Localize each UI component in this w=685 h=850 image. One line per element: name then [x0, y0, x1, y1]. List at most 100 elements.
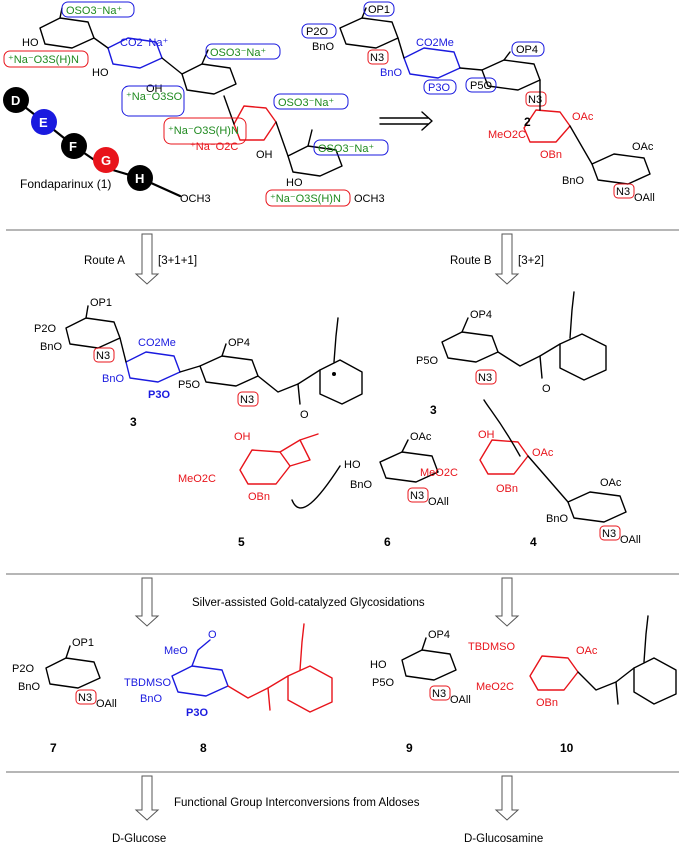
c4-oac-1: OAc [532, 447, 554, 459]
c7-oall: OAll [96, 698, 117, 710]
route-a-strategy: [3+1+1] [158, 255, 197, 267]
c7-bno: BnO [18, 681, 40, 693]
c5-obn: OBn [248, 491, 270, 503]
unit-g-letter: G [101, 153, 111, 168]
unit-d-letter: D [11, 93, 20, 108]
d-n-sulfate: ⁺Na⁻O3S(H)N [8, 54, 79, 66]
c7-p2o: P2O [12, 663, 34, 675]
c8-tbdmso: TBDMSO [124, 677, 172, 689]
compound-6-label: 6 [384, 535, 391, 549]
unit-e-letter: E [39, 115, 48, 130]
a3-co2me: CO2Me [138, 337, 176, 349]
target-pentasaccharide-2: OP1 P2O BnO N3 CO2Me BnO P3O OP4 P5O N3 … [301, 1, 655, 204]
glycosidation-caption: Silver-assisted Gold-catalyzed Glycosida… [192, 597, 425, 609]
building-block-9: OP4 HO P5O N3 OAll 9 [370, 629, 471, 755]
glycosidation-arrow-right [494, 577, 520, 627]
h-6-sulfate: OSO3⁻Na⁺ [318, 143, 374, 155]
c8-p3o: P3O [186, 707, 208, 719]
compound-4-label: 4 [530, 535, 537, 549]
t2-n3-3: N3 [616, 186, 630, 198]
c8-meo: MeO [164, 645, 188, 657]
b3-op4: OP4 [470, 309, 492, 321]
c4-oac-2: OAc [600, 477, 622, 489]
a3-op4: OP4 [228, 337, 250, 349]
t2-obn: OBn [540, 149, 562, 161]
h-n-sulfate: ⁺Na⁻O3S(H)N [270, 193, 341, 205]
t2-op4: OP4 [516, 44, 538, 56]
c7-n3: N3 [78, 692, 92, 704]
compound-9-label: 9 [406, 741, 413, 755]
unit-f-letter: F [69, 139, 77, 154]
g-2-sulfate: OSO3⁻Na⁺ [278, 97, 334, 109]
t2-p5o: P5O [470, 80, 492, 92]
compound-2-label: 2 [524, 115, 531, 129]
g-oh: OH [256, 149, 273, 161]
unit-d-node [3, 87, 29, 113]
route-a-compound-6: OAc HO BnO N3 OAll 6 [291, 431, 449, 549]
a3-p2o: P2O [34, 323, 56, 335]
h-4-hydroxyl: HO [286, 177, 303, 189]
f-n-sulfate: ⁺Na⁻O3S(H)N [168, 125, 239, 137]
b3-p5o: P5O [416, 355, 438, 367]
route-a-label: Route A [84, 255, 125, 267]
route-b-strategy: [3+2] [518, 255, 544, 267]
unit-g-node [93, 147, 119, 173]
c9-n3: N3 [432, 688, 446, 700]
t2-n3-2: N3 [528, 94, 542, 106]
a3-bno-2: BnO [102, 373, 124, 385]
c4-bno: BnO [546, 513, 568, 525]
glycosidation-arrow-left [134, 577, 160, 627]
a3-bno-1: BnO [40, 341, 62, 353]
unit-f-node [61, 133, 87, 159]
cartoon-och3: OCH3 [180, 193, 211, 205]
t2-oall: OAll [634, 192, 655, 204]
fondaparinux-cartoon: D E F G H OCH3 Fondaparinux (1) [3, 87, 211, 205]
interconversion-caption: Functional Group Interconversions from A… [174, 797, 420, 809]
a3-n3-1: N3 [96, 350, 110, 362]
c4-oall: OAll [620, 534, 641, 546]
a3-n3-2: N3 [240, 394, 254, 406]
building-block-10: TBDMSO OAc MeO2C OBn 10 [468, 615, 677, 755]
route-a-compound-3: OP1 P2O BnO N3 CO2Me BnO P3O OP4 P5O N3 … [34, 297, 363, 429]
c9-oall: OAll [450, 694, 471, 706]
compound-8-label: 8 [200, 741, 207, 755]
t2-op1: OP1 [368, 4, 390, 16]
source-glucosamine: D-Glucosamine [464, 833, 543, 845]
route-b-compound-4: OH OAc MeO2C OBn OAc BnO N3 OAll 4 [420, 399, 641, 549]
c8-carbonyl-o: O [208, 629, 217, 641]
compound-7-label: 7 [50, 741, 57, 755]
d-4-hydroxyl: HO [22, 37, 39, 49]
route-b-label: Route B [450, 255, 492, 267]
c6-ho: HO [344, 459, 361, 471]
h-methyl-glycoside: OCH3 [354, 193, 385, 205]
c4-obn: OBn [496, 483, 518, 495]
c10-obn: OBn [536, 697, 558, 709]
t2-oac-2: OAc [632, 141, 654, 153]
route-b-compound-3-label: 3 [430, 403, 437, 417]
unit-h-letter: H [135, 171, 144, 186]
c9-p5o: P5O [372, 677, 394, 689]
t2-n3-1: N3 [370, 52, 384, 64]
c6-oac: OAc [410, 431, 432, 443]
c5-meo2c: MeO2C [178, 473, 216, 485]
route-b-arrow [494, 233, 520, 285]
e-carboxylate: CO2⁻Na⁺ [120, 37, 168, 49]
retrosynthesis-arrow [379, 111, 433, 131]
t2-bno-3: BnO [562, 175, 584, 187]
t2-bno-2: BnO [380, 67, 402, 79]
d-6-sulfate: OSO3⁻Na⁺ [66, 5, 122, 17]
c4-meo2c: MeO2C [420, 467, 458, 479]
b3-carbonate-o: O [542, 383, 551, 395]
fondaparinux-label: Fondaparinux (1) [20, 177, 111, 191]
route-b-compound-3: OP4 P5O N3 O 3 [416, 291, 607, 417]
fondaparinux-structure: OSO3⁻Na⁺ HO ⁺Na⁻O3S(H)N CO2⁻Na⁺ HO OH ⁺N… [3, 1, 389, 207]
a3-p3o: P3O [148, 389, 170, 401]
f-6-sulfate: OSO3⁻Na⁺ [210, 47, 266, 59]
building-block-8: MeO O TBDMSO BnO P3O 8 [124, 623, 333, 755]
building-block-7: OP1 P2O BnO N3 OAll 7 [12, 637, 117, 755]
route-a-arrow [134, 233, 160, 285]
c6-bno: BnO [350, 479, 372, 491]
compound-10-label: 10 [560, 741, 574, 755]
a3-p5o: P5O [178, 379, 200, 391]
